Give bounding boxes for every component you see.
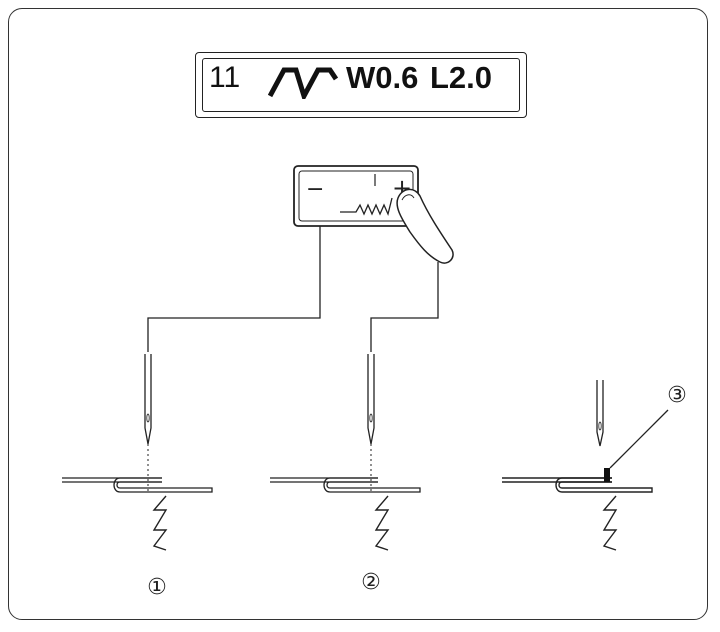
- leader-line-3: [609, 409, 669, 469]
- finger-icon: [396, 188, 454, 264]
- pattern-number: 11: [209, 61, 241, 94]
- connector-line-1: [147, 226, 321, 352]
- lcd-display: 11 W0.6 L2.0: [195, 52, 527, 118]
- minus-sign: −: [306, 177, 324, 202]
- guide-bar: [604, 468, 610, 482]
- callout-2: ②: [361, 570, 381, 595]
- figure-frame: [8, 8, 708, 620]
- needle-1: [144, 354, 152, 445]
- stitch-width-value: W0.6: [346, 60, 419, 95]
- stitch-pattern-3: [602, 495, 618, 551]
- connector-line-2: [370, 262, 439, 352]
- blind-hem-stitch-icon: [268, 67, 339, 99]
- fabric-fold-2: [270, 477, 421, 493]
- fabric-fold-1: [62, 477, 213, 493]
- needle-2: [367, 354, 375, 445]
- lcd-display-inner: [202, 58, 520, 112]
- callout-1: ①: [147, 575, 167, 600]
- stitch-pattern-1: [152, 495, 168, 551]
- needle-3: [596, 380, 604, 447]
- callout-3: ③: [667, 383, 687, 408]
- fabric-fold-3: [502, 477, 653, 493]
- stitch-pattern-2: [374, 495, 390, 551]
- stitch-length-value: L2.0: [430, 60, 493, 95]
